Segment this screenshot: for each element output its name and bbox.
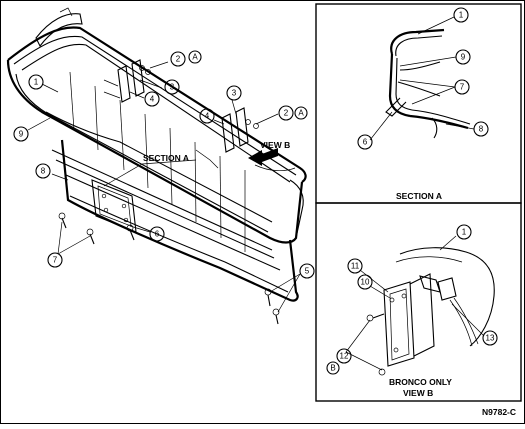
section-a-label: SECTION A xyxy=(143,153,189,163)
callout-a: A xyxy=(192,53,198,62)
section-a-callout-7: 7 xyxy=(460,83,465,92)
callout-4: 4 xyxy=(150,95,155,104)
license-bracket xyxy=(91,179,137,233)
bronco-only-label: BRONCO ONLY xyxy=(389,377,452,387)
section-a-detail xyxy=(385,28,471,139)
view-b-label: VIEW B xyxy=(260,140,290,150)
callouts-main: 1 2 A 3 4 3 4 2 A 9 8 6 7 5 xyxy=(13,50,315,279)
callouts-section-a: 1 9 7 6 8 xyxy=(357,7,489,150)
section-a-callout-9: 9 xyxy=(461,53,466,62)
leaders-section-a xyxy=(369,16,475,141)
callout-5: 5 xyxy=(305,267,310,276)
callout-8: 8 xyxy=(41,167,46,176)
view-b-title: VIEW B xyxy=(403,388,433,398)
view-b-callout-b: B xyxy=(330,364,335,373)
callout-7: 7 xyxy=(53,256,58,265)
callout-2-right: 2 xyxy=(284,109,289,118)
figure-id: N9782-C xyxy=(482,407,516,417)
bumper-assembly xyxy=(6,7,307,302)
view-b-callout-12: 12 xyxy=(340,352,349,361)
callout-3-right: 3 xyxy=(232,89,237,98)
view-b-callout-11: 11 xyxy=(351,262,360,271)
view-b-arrow xyxy=(248,148,278,166)
section-a-callout-6: 6 xyxy=(363,138,368,147)
upper-bracket-right xyxy=(195,107,259,169)
callout-2: 2 xyxy=(176,55,181,64)
callout-3: 3 xyxy=(170,83,175,92)
upper-bracket-left xyxy=(103,59,151,103)
leaders-view-b xyxy=(345,235,485,371)
bolts-left xyxy=(58,212,135,245)
callouts-view-b: 1 11 10 12 B 13 xyxy=(326,224,498,375)
section-a-callout-1: 1 xyxy=(459,11,464,20)
view-b-detail xyxy=(366,247,495,376)
leaders-main xyxy=(27,61,301,313)
section-a-title: SECTION A xyxy=(396,191,442,201)
callout-4-right: 4 xyxy=(205,112,210,121)
view-b-callout-1: 1 xyxy=(462,228,467,237)
callout-1: 1 xyxy=(34,78,39,87)
view-b-frame xyxy=(315,202,522,402)
section-a-callout-8: 8 xyxy=(479,125,484,134)
callout-a-right: A xyxy=(298,109,304,118)
bolts-right xyxy=(264,288,280,325)
callout-9: 9 xyxy=(19,130,24,139)
callout-6: 6 xyxy=(155,230,160,239)
view-b-callout-10: 10 xyxy=(361,278,370,287)
view-b-callout-13: 13 xyxy=(486,334,495,343)
